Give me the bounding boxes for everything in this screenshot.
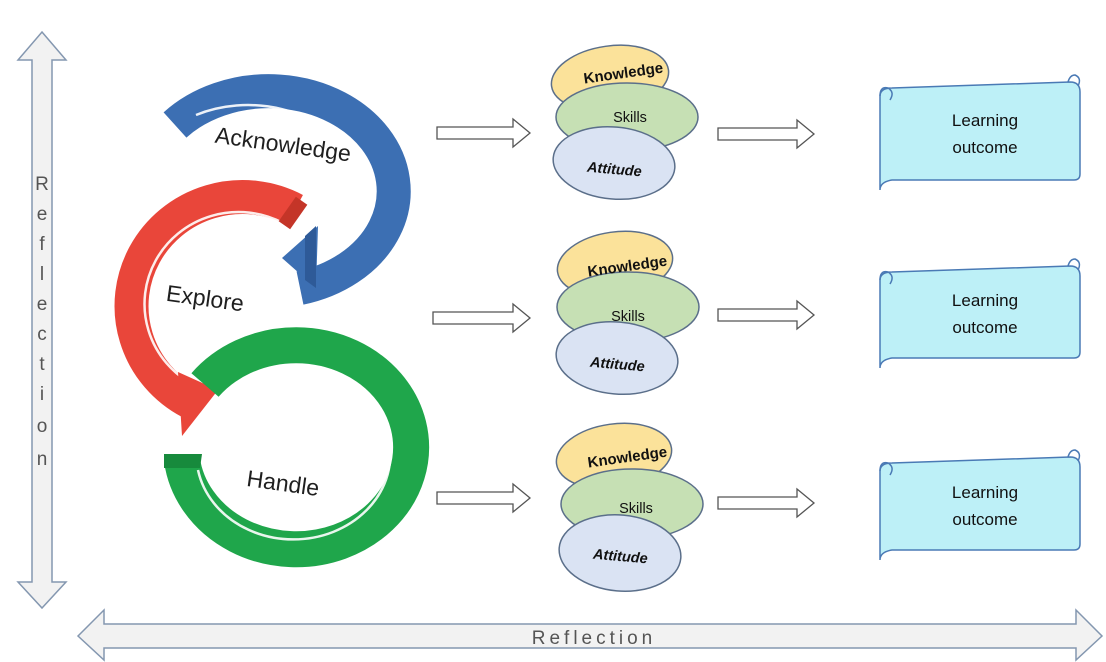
skills-label: Skills	[613, 110, 647, 126]
vertical-reflection-letter: c	[37, 324, 47, 345]
outcome-scroll-1: Learning outcome	[879, 74, 1081, 191]
vertical-reflection-letter: f	[39, 234, 45, 255]
row-1-arrow-to-stack	[436, 117, 532, 149]
ksa-stack-1: Knowledge Skills Attitude	[550, 44, 699, 201]
vertical-reflection-letter: l	[40, 264, 44, 285]
vertical-reflection-letter: o	[37, 416, 48, 437]
attitude-label: Attitude	[585, 160, 642, 181]
ksa-stack-3: Knowledge Skills Attitude	[555, 422, 704, 592]
vertical-reflection-letter: n	[37, 449, 48, 470]
explore-loop	[114, 180, 308, 436]
handle-label: Handle	[245, 465, 321, 501]
ksa-stack-2: Knowledge Skills Attitude	[555, 230, 700, 396]
skills-label: Skills	[611, 309, 645, 325]
vertical-reflection-letter: e	[37, 204, 48, 225]
row-3-arrow-to-outcome	[717, 487, 816, 519]
outcome-scroll-2: Learning outcome	[879, 258, 1081, 369]
attitude-label: Attitude	[591, 547, 648, 568]
attitude-ellipse	[552, 125, 676, 201]
attitude-label: Attitude	[588, 355, 645, 376]
handle-loop	[164, 327, 430, 568]
vertical-reflection-letter: R	[35, 174, 49, 195]
row-2-arrow-to-outcome	[717, 299, 816, 331]
vertical-reflection-arrow: R e f l e c t i o n	[16, 30, 68, 610]
outcome-label-line2: outcome	[952, 318, 1017, 337]
horizontal-reflection-arrow: Reflection	[76, 608, 1104, 662]
acknowledge-loop	[163, 74, 411, 305]
outcome-label-line1: Learning	[952, 483, 1018, 502]
outcome-label-line1: Learning	[952, 111, 1018, 130]
attitude-ellipse	[558, 514, 682, 592]
vertical-reflection-letter: t	[39, 354, 45, 375]
skills-label: Skills	[619, 501, 653, 517]
acknowledge-label: Acknowledge	[214, 122, 353, 167]
vertical-reflection-letter: e	[37, 294, 48, 315]
outcome-label-line2: outcome	[952, 138, 1017, 157]
outcome-label-line2: outcome	[952, 510, 1017, 529]
row-1-arrow-to-outcome	[717, 118, 816, 150]
horizontal-reflection-label: Reflection	[532, 628, 657, 649]
row-3-arrow-to-stack	[436, 482, 532, 514]
outcome-scroll-3: Learning outcome	[879, 449, 1081, 561]
attitude-ellipse	[555, 320, 679, 396]
explore-label: Explore	[165, 280, 246, 317]
vertical-reflection-letter: i	[40, 384, 44, 405]
row-2-arrow-to-stack	[432, 302, 532, 334]
outcome-label-line1: Learning	[952, 291, 1018, 310]
